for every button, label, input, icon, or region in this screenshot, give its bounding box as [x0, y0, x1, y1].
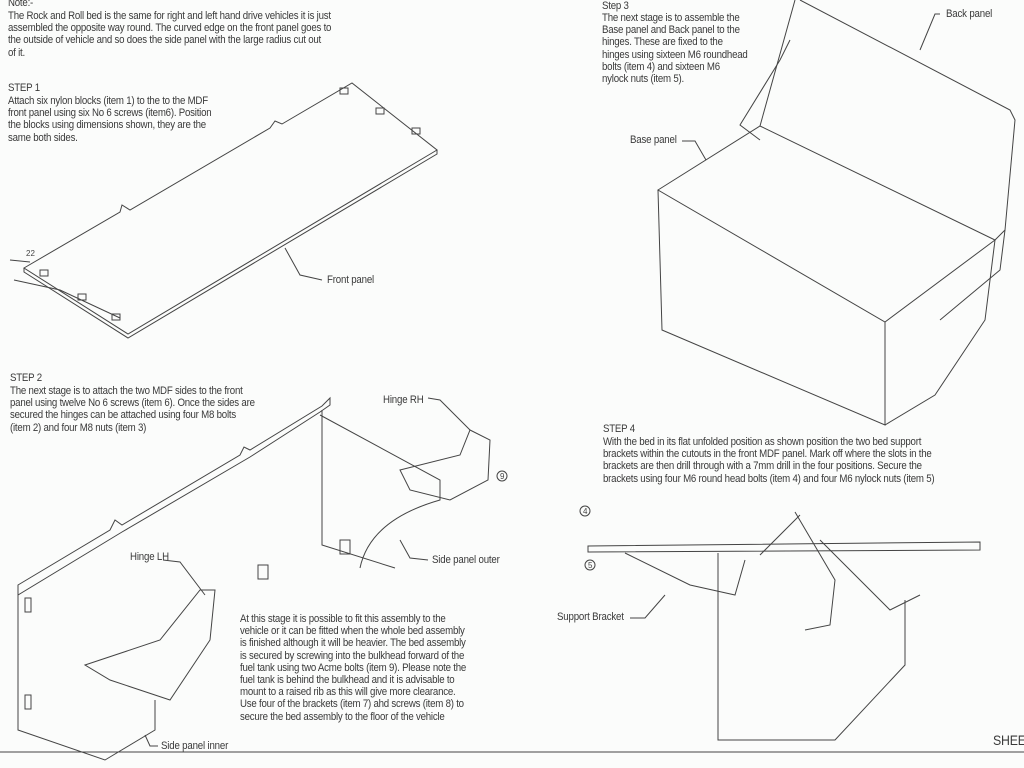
back-panel-label: Back panel	[946, 8, 993, 20]
side-panel-inner-label: Side panel inner	[161, 740, 229, 752]
step4-body: With the bed in its flat unfolded positi…	[603, 436, 935, 485]
step2-assembly-drawing: 9	[17, 396, 508, 761]
side-panel-outer-label: Side panel outer	[432, 554, 500, 566]
step3-assembly-drawing	[657, 0, 1016, 426]
hinge-rh-label: Hinge RH	[383, 394, 424, 406]
step1-heading: STEP 1	[8, 82, 40, 94]
step2-note: At this stage it is possible to fit this…	[240, 613, 467, 723]
sheet-label: SHEE	[993, 732, 1024, 748]
step2-body: The next stage is to attach the two MDF …	[10, 385, 255, 434]
front-panel-label: Front panel	[327, 274, 375, 286]
callout-5: 5	[588, 561, 593, 570]
step1-body: Attach six nylon blocks (item 1) to the …	[8, 95, 212, 144]
step3-body: The next stage is to assemble the Base p…	[602, 12, 748, 86]
step2-heading: STEP 2	[10, 372, 42, 384]
dimension-label: 22	[26, 249, 35, 258]
callout-4: 4	[583, 507, 588, 516]
step4-assembly-drawing: 4 5	[0, 505, 1024, 753]
note-body: The Rock and Roll bed is the same for ri…	[8, 10, 332, 59]
front-panel-drawing: 22	[9, 82, 438, 339]
note-heading: Note:-	[8, 0, 34, 9]
step4-heading: STEP 4	[603, 423, 635, 435]
callout-9: 9	[500, 472, 505, 481]
base-panel-label: Base panel	[630, 134, 677, 146]
support-bracket-label: Support Bracket	[557, 611, 624, 623]
hinge-lh-label: Hinge LH	[130, 551, 169, 563]
step3-heading: Step 3	[602, 0, 629, 12]
